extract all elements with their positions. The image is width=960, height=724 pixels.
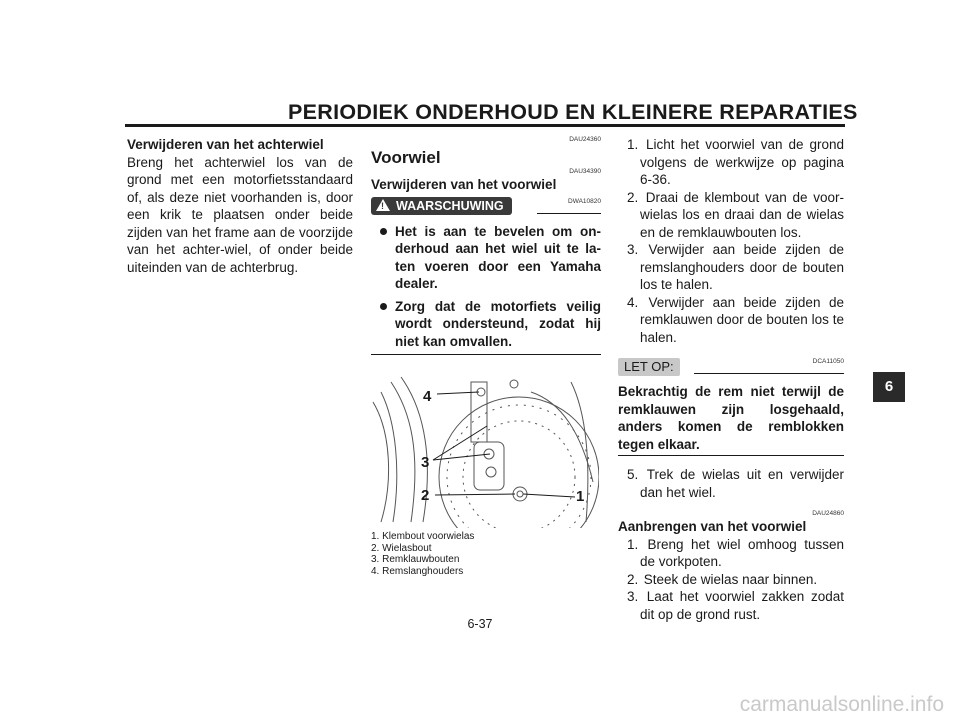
warning-item: Het is aan te bevelen om on-derhoud aan …	[371, 223, 601, 293]
warning-item: Zorg dat de motorfiets veilig wordt onde…	[371, 298, 601, 351]
notice-end-rule	[618, 455, 844, 456]
callout-2: 2	[421, 487, 429, 504]
section-heading-front-wheel: Voorwiel	[371, 148, 441, 167]
step-item: 5. Trek de wielas uit en verwijder dan h…	[627, 467, 844, 500]
page-header-title: PERIODIEK ONDERHOUD EN KLEINERE REPARATI…	[288, 100, 858, 124]
warning-header: ! WAARSCHUWING DWA10820	[371, 196, 601, 218]
subheading-install-front-wheel: Aanbrengen van het voorwiel	[618, 519, 807, 534]
page-number: 6-37	[467, 617, 493, 631]
chapter-tab[interactable]: 6	[873, 372, 905, 402]
caption-item: 2. Wielasbout	[371, 542, 432, 554]
notice-rule	[694, 373, 844, 374]
section-heading-rear-wheel: Verwijderen van het achterwiel	[127, 137, 324, 152]
removal-steps: 1. Licht het voorwiel van de grond volge…	[618, 136, 844, 346]
step-item: 1. Breng het wiel omhoog tussen de vorkp…	[627, 536, 844, 570]
watermark: carmanualsonline.info	[739, 693, 944, 716]
warning-end-rule	[371, 354, 601, 355]
column-left: Verwijderen van het achterwiel Breng het…	[127, 136, 353, 276]
step-item: 3. Laat het voorwiel zakken zodat dit op…	[627, 589, 844, 622]
column-middle: DAU24360 Voorwiel DAU34390 Verwijderen v…	[371, 136, 601, 355]
doc-code: DAU24860	[812, 510, 844, 517]
doc-code: DWA10820	[568, 197, 601, 205]
front-wheel-figure: 4 3 2 1	[371, 372, 600, 558]
step-item: 2. Steek de wielas naar binnen.	[627, 571, 818, 587]
step-item: 1. Licht het voorwiel van de grond volge…	[627, 137, 844, 187]
notice-header: LET OP: DCA11050	[618, 356, 844, 378]
doc-code: DCA11050	[812, 358, 844, 365]
caption-item: 1. Klembout voorwielas	[371, 531, 475, 542]
notice-text: Bekrachtig de rem niet terwijl de remkla…	[618, 384, 844, 452]
doc-code: DAU34390	[569, 168, 601, 175]
header-rule	[125, 124, 845, 127]
callout-1: 1	[576, 488, 584, 505]
install-steps: 1. Breng het wiel omhoog tussen de vorkp…	[618, 536, 844, 624]
warning-rule	[537, 212, 601, 214]
callout-4: 4	[423, 388, 432, 405]
warning-badge: ! WAARSCHUWING	[371, 196, 512, 215]
caption-item: 3. Remklauwbouten	[371, 554, 460, 565]
warning-label: WAARSCHUWING	[396, 198, 504, 213]
column-right: 1. Licht het voorwiel van de grond volge…	[618, 136, 844, 623]
subheading-remove-front-wheel: Verwijderen van het voorwiel	[371, 177, 557, 192]
step-item: 3. Verwijder aan beide zijden de remslan…	[627, 242, 844, 292]
front-wheel-illustration: 4 3 2 1	[372, 376, 600, 558]
step-item: 4. Verwijder aan beide zijden de remklau…	[627, 294, 844, 345]
figure-captions: 1. Klembout voorwielas 2. Wielasbout 3. …	[371, 531, 474, 577]
callout-3: 3	[421, 454, 429, 471]
caption-item: 4. Remslanghouders	[371, 565, 464, 577]
notice-badge: LET OP:	[618, 358, 680, 376]
removal-step-5: 5. Trek de wielas uit en verwijder dan h…	[618, 466, 844, 501]
rear-wheel-body: Breng het achterwiel los van de grond me…	[127, 154, 353, 275]
warning-triangle-icon: !	[376, 198, 390, 211]
step-item: 2. Draai de klembout van de voor-wielas …	[627, 189, 844, 240]
doc-code: DAU24360	[569, 136, 601, 143]
